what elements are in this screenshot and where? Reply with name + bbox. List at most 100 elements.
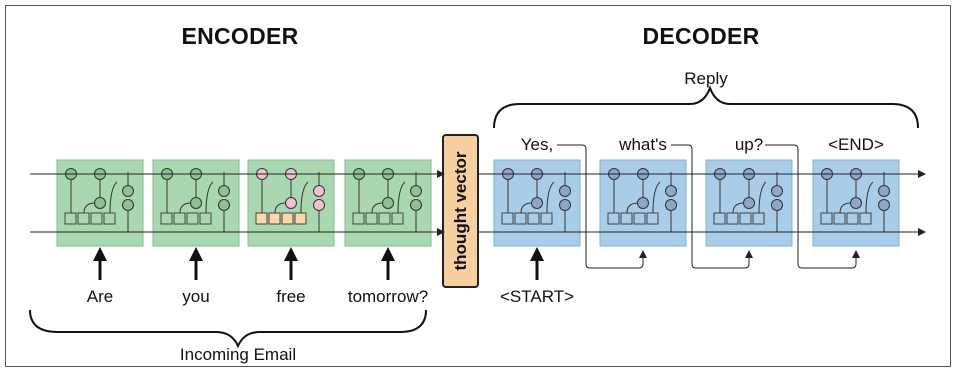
cell-node	[382, 197, 394, 209]
gate-box	[726, 212, 739, 225]
cell-node	[559, 199, 571, 211]
cell-node	[878, 185, 890, 197]
output-word: <END>	[828, 135, 884, 154]
thought-vector-label: thought vector	[451, 151, 470, 270]
cell-node	[122, 199, 134, 211]
gate-box	[268, 212, 281, 225]
gate-box	[365, 212, 378, 225]
encoder-cell	[152, 159, 240, 247]
cell-node	[410, 185, 422, 197]
cell-node	[850, 197, 862, 209]
cell-link	[626, 202, 639, 214]
gate-box	[846, 212, 859, 225]
cell-link	[732, 202, 745, 214]
cell-node	[285, 197, 297, 209]
decoder-cells	[493, 159, 900, 247]
gate-box	[859, 212, 872, 225]
cell-link	[205, 181, 214, 214]
gate-box	[833, 212, 846, 225]
gate-box	[607, 212, 620, 225]
cell-link	[546, 181, 555, 214]
encoder-heading: ENCODER	[181, 23, 298, 49]
cell-node	[218, 199, 230, 211]
gate-box	[739, 212, 752, 225]
cell-link	[274, 202, 287, 214]
gate-box	[378, 212, 391, 225]
gate-box	[752, 212, 765, 225]
gate-box	[294, 212, 307, 225]
cell-link	[839, 202, 852, 214]
cell-node	[410, 199, 422, 211]
cell-node	[122, 185, 134, 197]
decoder-cell	[705, 159, 793, 247]
gate-box	[186, 212, 199, 225]
gate-box	[713, 212, 726, 225]
reply-brace	[493, 85, 919, 129]
gate-box	[173, 212, 186, 225]
gate-box	[64, 212, 77, 225]
feedback-loop	[765, 144, 860, 269]
cell-link	[371, 202, 384, 214]
output-word: up?	[735, 135, 763, 154]
start-token: <START>	[500, 287, 574, 306]
gate-box	[633, 212, 646, 225]
cell-link	[652, 181, 661, 214]
decoder-heading: DECODER	[642, 23, 759, 49]
cell-link	[520, 202, 533, 214]
decoder-cell	[493, 159, 581, 247]
cell-node	[771, 199, 783, 211]
gate-box	[391, 212, 404, 225]
gate-box	[620, 212, 633, 225]
decoder-cell	[599, 159, 687, 247]
cell-node	[313, 185, 325, 197]
input-word: tomorrow?	[348, 287, 428, 306]
gate-box	[501, 212, 514, 225]
input-word: Are	[87, 287, 113, 306]
cell-node	[665, 185, 677, 197]
cell-node	[743, 197, 755, 209]
gate-box	[160, 212, 173, 225]
cell-link	[83, 202, 96, 214]
cell-link	[397, 181, 406, 214]
cell-node	[878, 199, 890, 211]
gate-box	[646, 212, 659, 225]
gate-box	[77, 212, 90, 225]
incoming-email-brace	[29, 309, 427, 349]
gate-box	[514, 212, 527, 225]
encoder-cells	[56, 159, 432, 247]
cell-node	[665, 199, 677, 211]
cell-node	[313, 199, 325, 211]
gate-box	[199, 212, 212, 225]
cell-link	[300, 181, 309, 214]
cell-node	[637, 197, 649, 209]
gate-box	[527, 212, 540, 225]
gate-box	[255, 212, 268, 225]
thought-vector-box	[442, 134, 479, 288]
incoming-email-label: Incoming Email	[180, 345, 296, 364]
gate-box	[352, 212, 365, 225]
feedback-loop	[557, 144, 647, 269]
gate-box	[281, 212, 294, 225]
cell-node	[559, 185, 571, 197]
cell-link	[179, 202, 192, 214]
encoder-cell	[247, 159, 335, 247]
gate-box	[90, 212, 103, 225]
output-word: Yes,	[521, 135, 553, 154]
output-word: what's	[618, 135, 667, 154]
encoder-cell	[344, 159, 432, 247]
gate-box	[103, 212, 116, 225]
cell-node	[531, 197, 543, 209]
reply-label: Reply	[684, 69, 728, 88]
cell-node	[94, 197, 106, 209]
feedback-loop	[671, 144, 753, 269]
gate-box	[540, 212, 553, 225]
cell-link	[109, 181, 118, 214]
cell-node	[771, 185, 783, 197]
cell-link	[865, 181, 874, 214]
cell-node	[218, 185, 230, 197]
input-word: you	[182, 287, 209, 306]
cell-node	[190, 197, 202, 209]
